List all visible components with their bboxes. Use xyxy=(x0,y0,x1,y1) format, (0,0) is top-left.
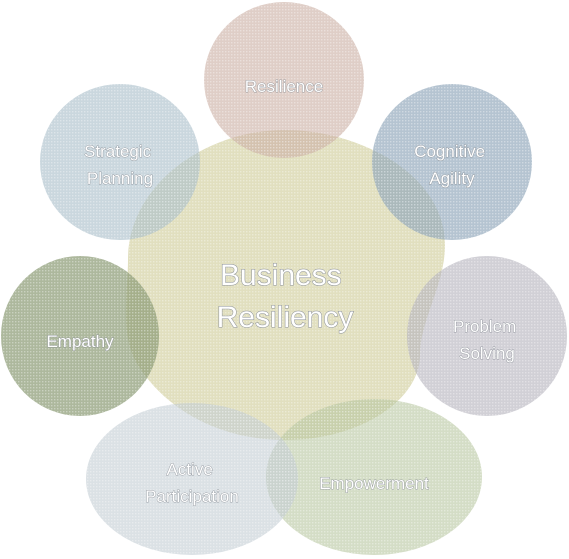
node-strategic-planning: Strategic Planning xyxy=(40,84,200,240)
node-empowerment-label: Empowerment xyxy=(319,474,429,493)
center-label-line-1: Business xyxy=(220,259,342,292)
node-cognitive-agility: Cognitive Agility xyxy=(372,84,532,240)
node-resilience-label: Resilience xyxy=(245,77,323,96)
node-cognitive-agility-line-2: Agility xyxy=(429,169,475,188)
node-strategic-planning-label: Strategic Planning xyxy=(84,142,156,188)
node-active-participation: Active Participation xyxy=(86,403,298,555)
node-problem-solving-line-2: Solving xyxy=(459,344,515,363)
node-empathy-label: Empathy xyxy=(46,332,114,351)
center-shape-texture xyxy=(125,130,445,440)
node-empathy: Empathy xyxy=(1,256,159,416)
node-cognitive-agility-texture xyxy=(372,84,532,240)
node-empowerment: Empowerment xyxy=(266,399,482,555)
node-empathy-texture xyxy=(1,256,159,416)
node-active-participation-texture xyxy=(86,403,298,555)
center-label-line-2: Resiliency xyxy=(217,301,354,334)
node-active-participation-line-1: Active xyxy=(166,460,212,479)
node-empowerment-texture xyxy=(266,399,482,555)
node-cognitive-agility-line-1: Cognitive xyxy=(414,142,485,161)
node-problem-solving-label: Problem Solving xyxy=(453,317,521,363)
node-strategic-planning-line-2: Planning xyxy=(87,169,153,188)
node-resilience: Resilience xyxy=(204,2,364,158)
node-resilience-texture xyxy=(204,2,364,158)
node-resilience-line-1: Resilience xyxy=(245,77,323,96)
node-strategic-planning-line-1: Strategic xyxy=(84,142,152,161)
node-cognitive-agility-label: Cognitive Agility xyxy=(414,142,490,188)
node-strategic-planning-texture xyxy=(40,84,200,240)
node-active-participation-line-2: Participation xyxy=(145,487,239,506)
node-active-participation-label: Active Participation xyxy=(145,460,239,506)
node-empowerment-line-1: Empowerment xyxy=(319,474,429,493)
node-problem-solving: Problem Solving xyxy=(407,256,567,416)
node-empathy-line-1: Empathy xyxy=(46,332,114,351)
center-label: Business Resiliency xyxy=(217,259,354,334)
node-problem-solving-line-1: Problem xyxy=(453,317,516,336)
center-node: Business Resiliency xyxy=(125,130,445,440)
node-problem-solving-texture xyxy=(407,256,567,416)
